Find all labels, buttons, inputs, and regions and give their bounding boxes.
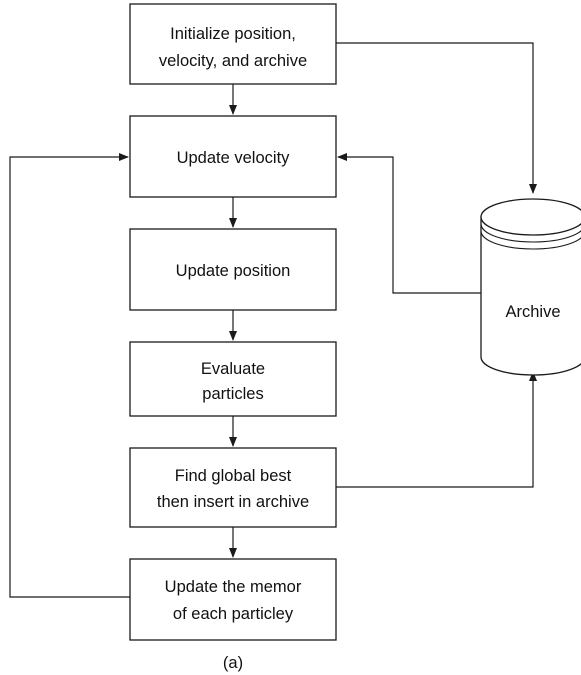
node-evaluate-particles: Evaluate particles [129,341,337,417]
node-find-global-best: Find global best then insert in archive [129,447,337,528]
figure-caption: (a) [223,654,243,672]
node-update-memory-line1: Update the memor [165,578,302,596]
edge-archive-to-velocity [337,153,481,294]
edges [9,42,537,598]
node-initialize-line1: Initialize position, [170,25,296,43]
node-update-position: Update position [129,228,337,311]
node-evaluate-line1: Evaluate [201,360,265,378]
archive-cylinder: Archive [480,198,581,376]
node-initialize-line2: velocity, and archive [159,52,307,70]
edge-memory-loop-to-velocity [9,153,130,598]
node-update-velocity-label: Update velocity [177,149,291,167]
edge-init-to-archive [336,42,537,194]
node-initialize: Initialize position, velocity, and archi… [129,3,337,85]
archive-label: Archive [505,303,560,321]
edge-globalbest-to-archive [336,371,537,488]
node-evaluate-line2: particles [202,385,263,403]
node-update-memory-line2: of each particley [173,605,294,623]
node-update-memory: Update the memor of each particley [129,558,337,641]
node-global-best-line2: then insert in archive [157,493,309,511]
node-update-position-label: Update position [176,262,291,280]
node-global-best-line1: Find global best [175,467,292,485]
node-update-velocity: Update velocity [129,115,337,198]
